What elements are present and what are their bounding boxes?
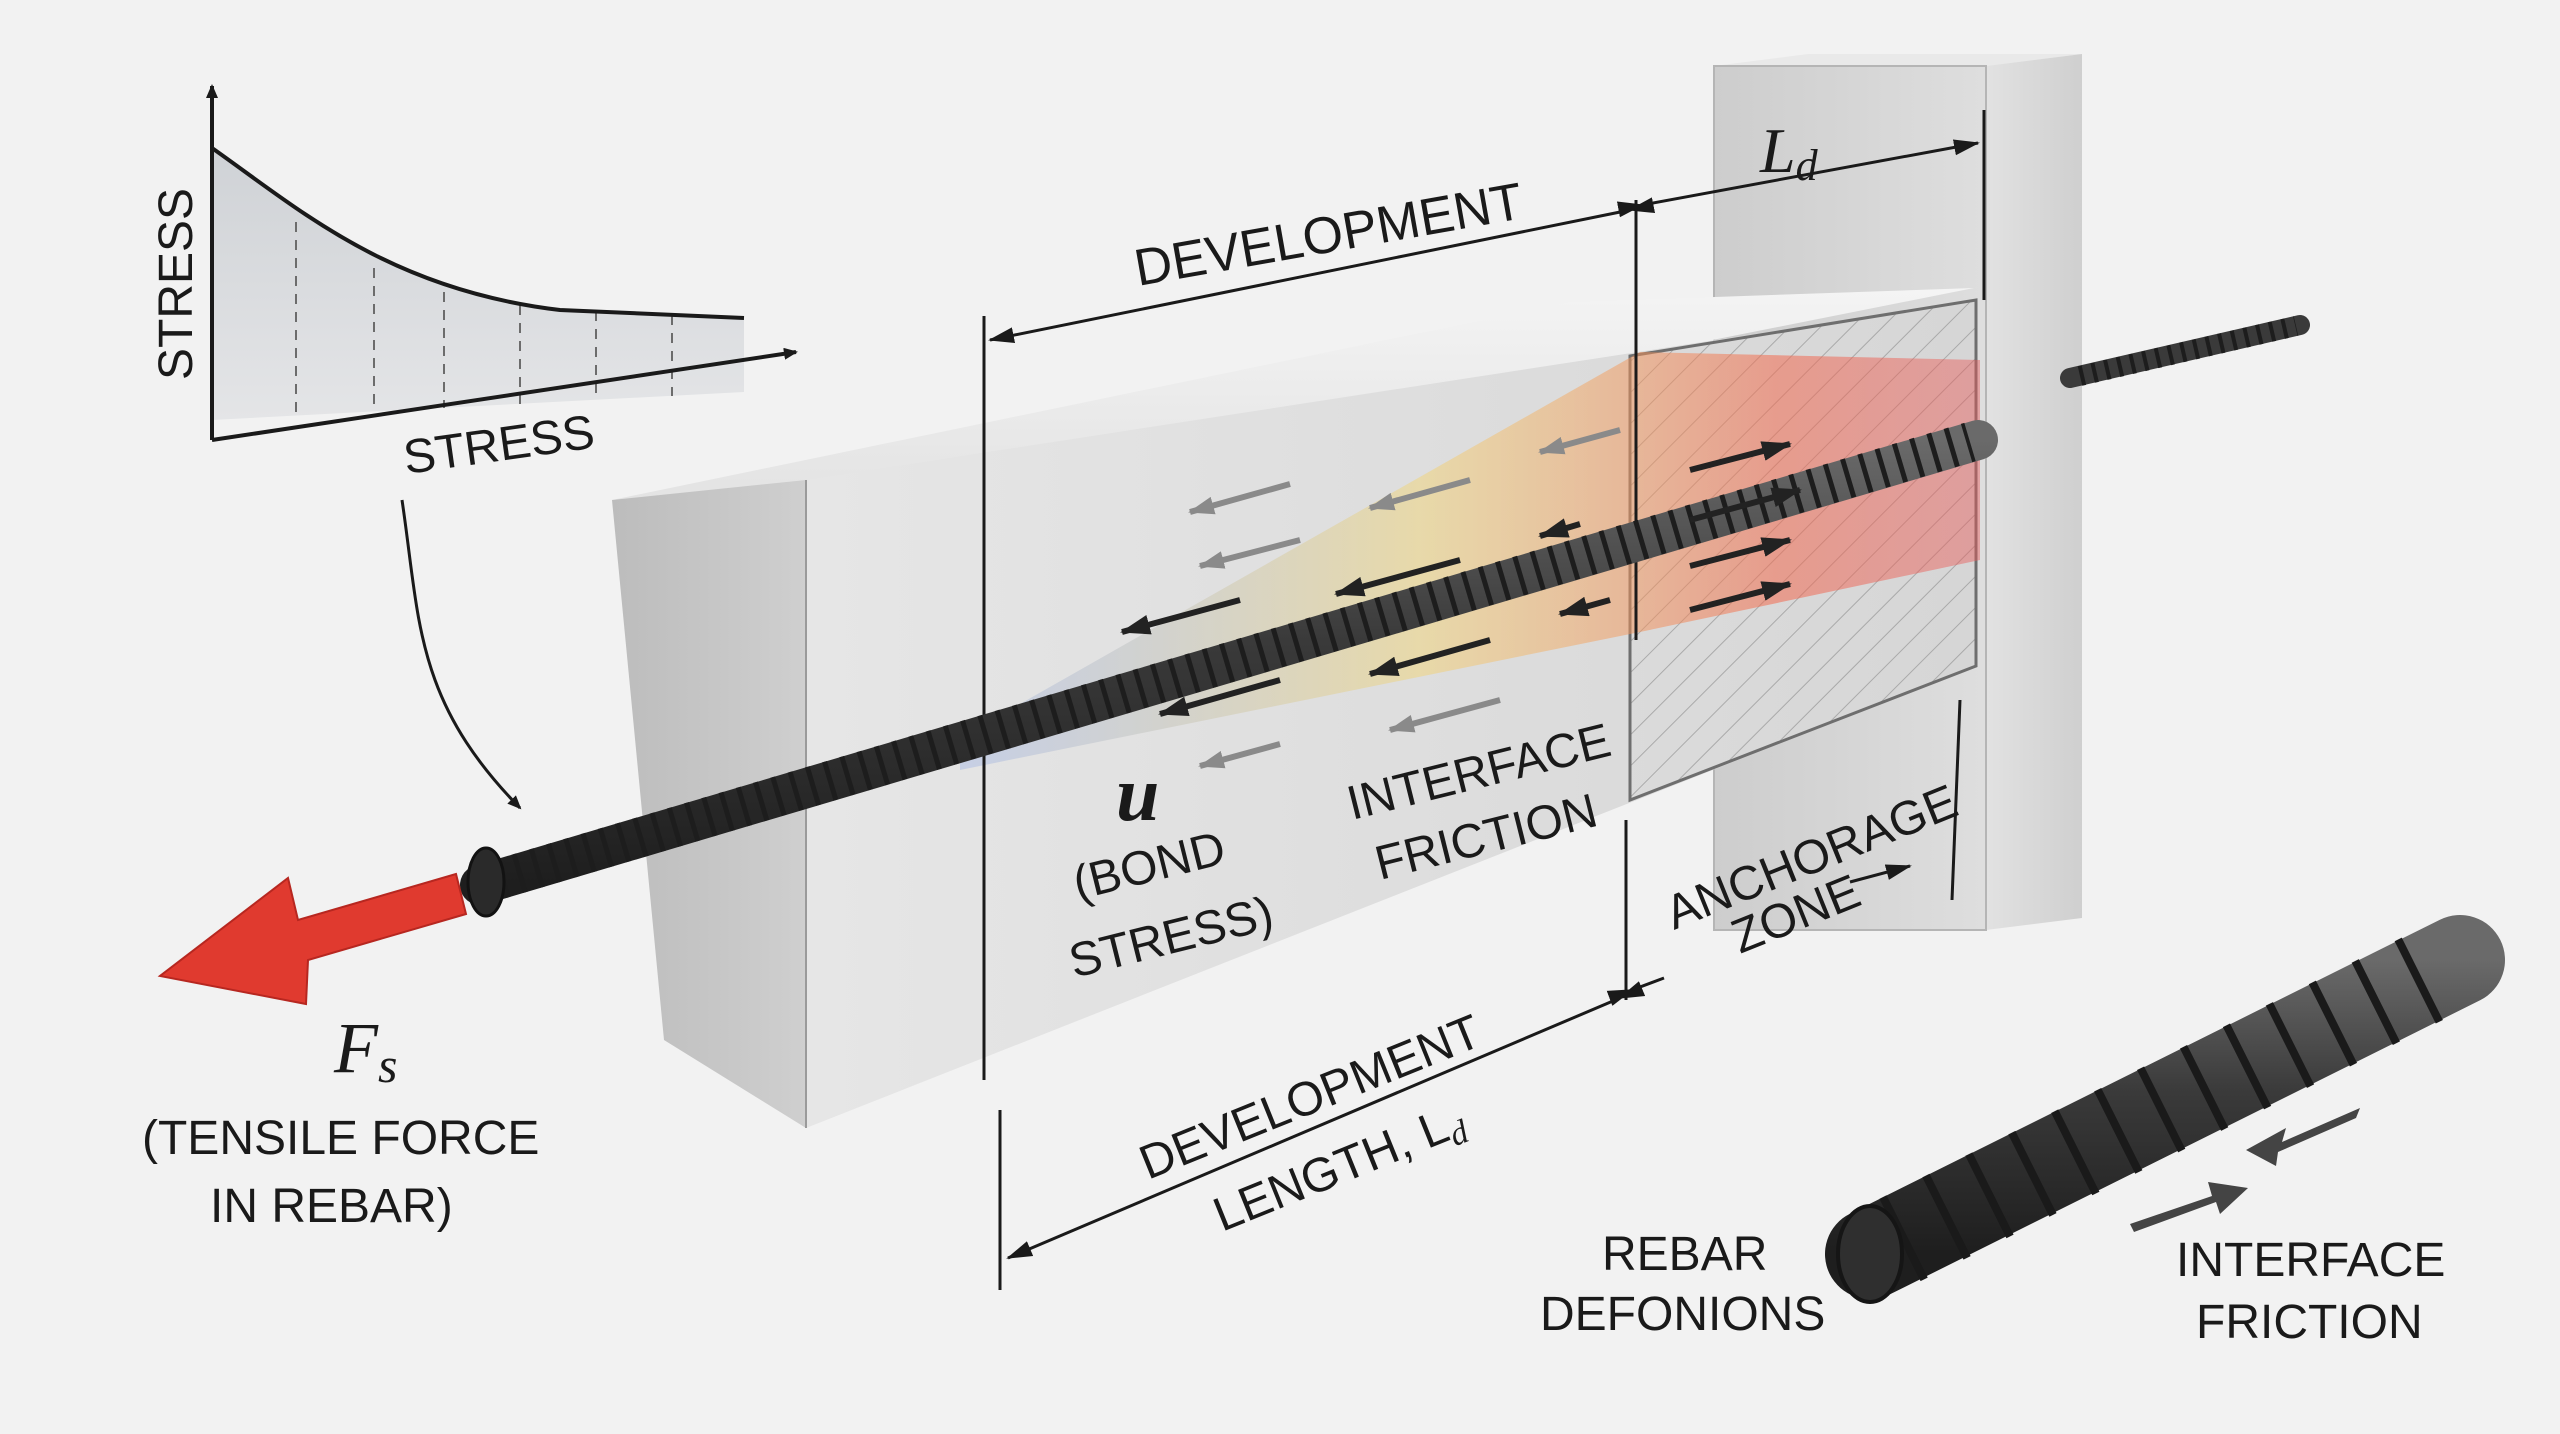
stress-y-axis-label: STRESS xyxy=(150,188,203,380)
bond-stress-arrows xyxy=(1120,427,1802,769)
detail-friction-arrow-left xyxy=(2130,1182,2248,1232)
rebar-detail-ribs xyxy=(1879,928,2461,1282)
stress-x-axis xyxy=(211,347,798,442)
development-dim-top xyxy=(988,197,1656,344)
tensile-force-line2: IN REBAR) xyxy=(210,1180,453,1233)
rebar-ribs xyxy=(494,422,1976,899)
rebar xyxy=(460,315,2310,918)
ld-top-label: Ld xyxy=(1759,115,1819,190)
ld-top-subscript: d xyxy=(1796,141,1819,190)
stress-x-axis-label: STRESS xyxy=(400,406,598,485)
tensile-force-symbol: F xyxy=(333,1008,379,1088)
rebar-detail-body xyxy=(1825,915,2505,1299)
svg-text:Fs: Fs xyxy=(333,1008,397,1093)
dimension-lines xyxy=(982,110,1986,1290)
tensile-force-arrow xyxy=(157,872,468,1006)
development-length-label: DEVELOPMENT LENGTH, Ld xyxy=(1132,1005,1488,1242)
stress-pointer xyxy=(400,499,522,810)
rebar-defonions-line2: DEFONIONS xyxy=(1540,1288,1825,1341)
tensile-force-label: Fs (TENSILE FORCE IN REBAR) xyxy=(142,1008,539,1233)
detail-friction-arrow-right xyxy=(2246,1108,2360,1166)
anchorage-dim xyxy=(1606,976,1665,1006)
rebar-detail: REBAR DEFONIONS INTERFACE FRICTION xyxy=(1540,915,2505,1349)
development-top-label: DEVELOPMENT xyxy=(1130,172,1527,297)
detail-friction-line2: FRICTION xyxy=(2196,1296,2423,1349)
tensile-force-subscript: s xyxy=(378,1037,397,1093)
rebar-ribs-exit xyxy=(2077,316,2299,386)
development-length-dim xyxy=(1006,981,1646,1260)
rebar-detail-end xyxy=(1836,1204,1904,1304)
stress-curve-area xyxy=(212,148,744,420)
stress-plot-hatch xyxy=(295,222,673,416)
tensile-force-line1: (TENSILE FORCE xyxy=(142,1112,539,1165)
ld-top-symbol: L xyxy=(1759,115,1796,186)
rebar-defonions-line1: REBAR xyxy=(1602,1228,1767,1281)
bond-stress-symbol: u xyxy=(1116,750,1159,837)
svg-text:Ld: Ld xyxy=(1759,115,1819,190)
stress-curve xyxy=(210,146,745,320)
detail-friction-line1: INTERFACE xyxy=(2176,1234,2445,1287)
rebar-end-face xyxy=(466,846,506,918)
ld-dim-top xyxy=(1616,139,1980,218)
